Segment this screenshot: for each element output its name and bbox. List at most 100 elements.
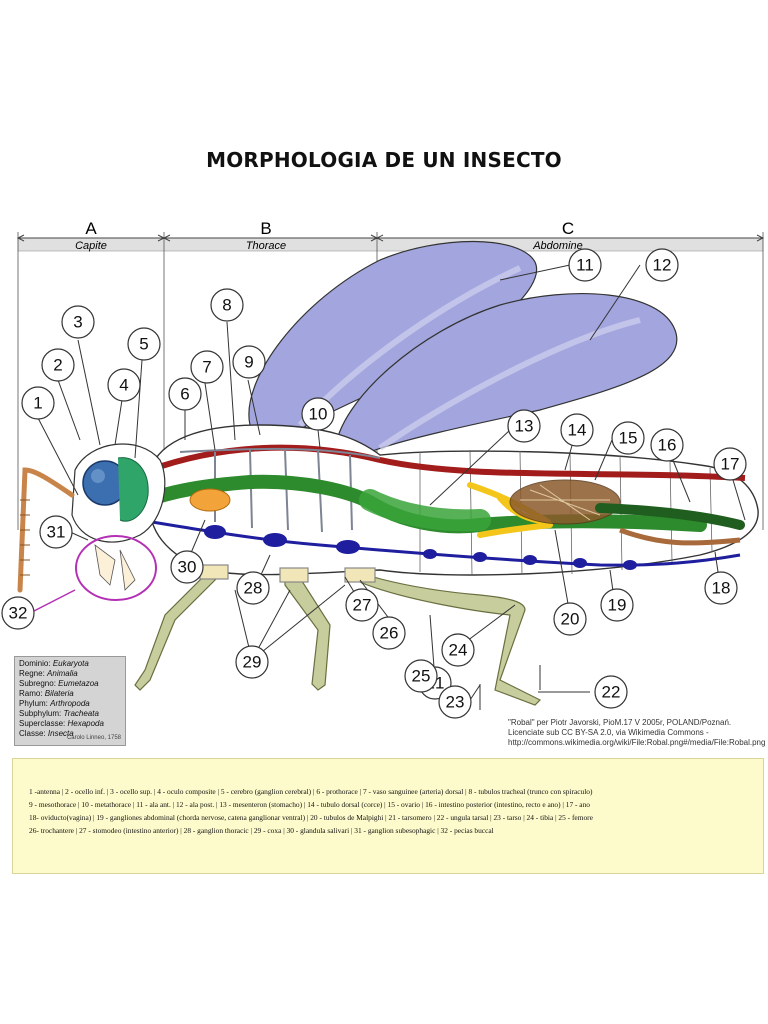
callout-circle [1,596,35,630]
taxonomy-rank: Classe: [19,729,46,738]
callout-circle [713,447,747,481]
callout-circle [611,421,645,455]
callout-7: 7 [190,350,224,384]
taxonomy-row: Dominio: Eukaryota [19,659,121,669]
taxonomy-row: Ramo: Bilateria [19,689,121,699]
callout-8: 8 [210,288,244,322]
callout-17: 17 [713,447,747,481]
taxonomy-name: Arthropoda [50,699,90,708]
taxonomy-rank: Ramo: [19,689,43,698]
taxonomy-rank: Subregno: [19,679,56,688]
section-header: A B C Capite Thorace Abdomine [16,219,765,530]
taxonomy-row: Classe: Insecta [19,729,121,739]
oviduct [619,527,741,546]
callout-circle [600,588,634,622]
callout-circle [21,386,55,420]
callout-5: 5 [127,327,161,361]
callout-number: 32 [9,604,28,623]
callout-30: 30 [170,550,204,584]
callout-13: 13 [507,409,541,443]
taxonomy-name: Eukaryota [52,659,89,668]
taxonomy-row: Superclasse: Hexapoda [19,719,121,729]
callout-number: 2 [53,356,62,375]
callout-number: 27 [353,596,372,615]
antenna [17,467,75,593]
callout-15: 15 [611,421,645,455]
callout-circle [560,413,594,447]
callout-12: 12 [645,248,679,282]
legend-line: 26- trochantere | 27 - stomodeo (intesti… [29,826,494,835]
taxonomy-rank: Dominio: [19,659,51,668]
callout-circle [235,645,269,679]
callout-26: 26 [372,616,406,650]
callout-number: 18 [712,579,731,598]
callout-10: 10 [301,397,335,431]
callout-circle [39,515,73,549]
salivary-gland [189,488,231,512]
section-name-abdomine: Abdomine [532,240,583,252]
callout-circle [210,288,244,322]
taxonomy-row: Subphylum: Tracheata [19,709,121,719]
callout-circle [345,588,379,622]
leg-mid [284,574,331,691]
callout-circle [553,602,587,636]
callout-number: 6 [180,385,189,404]
taxonomy-row: Regne: Animalia [19,669,121,679]
callout-circle [170,550,204,584]
callout-number: 28 [244,579,263,598]
callout-circle [236,571,270,605]
body-outline [149,424,759,576]
taxonomy-row: Subregno: Eumetazoa [19,679,121,689]
callout-number: 11 [576,256,594,275]
callout-6: 6 [168,377,202,411]
callout-number: 12 [653,256,672,275]
legend-line: 9 - mesothorace | 10 - metathorace | 11 … [29,800,590,809]
callout-number: 24 [449,641,468,660]
callout-number: 13 [515,417,534,436]
callout-number: 30 [178,558,197,577]
callout-24: 24 [441,633,475,667]
callout-14: 14 [560,413,594,447]
callout-circle [438,685,472,719]
taxonomy-name: Eumetazoa [58,679,99,688]
leg-hind [348,568,542,706]
taxonomy-name: Bilateria [44,689,74,698]
callout-3: 3 [61,305,95,339]
callout-number: 23 [446,693,465,712]
section-name-capite: Capite [75,240,107,252]
callout-number: 22 [602,683,621,702]
callout-number: 10 [309,405,328,424]
callout-19: 19 [600,588,634,622]
dorsal-vessel [148,444,746,481]
callout-31: 31 [39,515,73,549]
callout-27: 27 [345,588,379,622]
callout-circle [301,397,335,431]
callout-circle [568,248,602,282]
callout-number: 17 [721,455,740,474]
taxonomy-rank: Superclasse: [19,719,66,728]
callout-number: 3 [73,313,82,332]
callout-number: 14 [568,421,587,440]
callout-circle [107,368,141,402]
mouthparts-circle [75,535,157,601]
diagram-title: MORPHOLOGIA DE UN INSECTO [206,148,562,172]
callout-number: 20 [561,610,580,629]
callout-number: 16 [658,436,677,455]
callout-32: 32 [1,596,35,630]
callout-circle [127,327,161,361]
taxonomy-rank: Subphylum: [19,709,62,718]
taxonomy-name: Insecta [47,729,74,738]
callout-29: 29 [235,645,269,679]
callout-18: 18 [704,571,738,605]
callout-number: 9 [244,353,253,372]
callout-number: 4 [119,376,128,395]
callout-number: 5 [139,335,148,354]
taxonomy-rank: Regne: [19,669,45,678]
callout-number: 15 [619,429,638,448]
section-letter-c: C [562,219,574,238]
callout-number: 8 [222,296,231,315]
legs [134,564,542,706]
hind-gut [595,503,745,530]
callout-circle [168,377,202,411]
taxonomy-rank: Phylum: [19,699,48,708]
